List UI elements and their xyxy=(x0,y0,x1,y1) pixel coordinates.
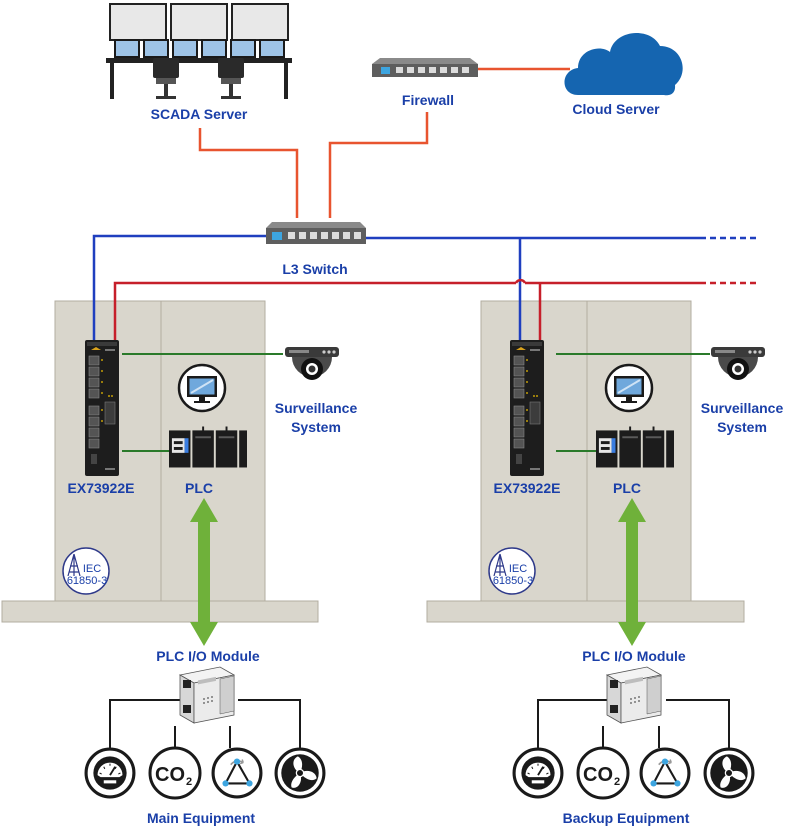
iec-badge-line1: IEC xyxy=(83,563,101,575)
scada-server-label: SCADA Server xyxy=(151,106,248,122)
plc-io-module-label: PLC I/O Module xyxy=(582,648,686,664)
io-arrow-right xyxy=(618,498,646,646)
l3-switch-label: L3 Switch xyxy=(282,261,347,277)
iec-badge-line2: 61850-3 xyxy=(493,575,533,587)
industrial-switch-icon xyxy=(509,340,545,476)
sensor-wiring-right xyxy=(537,699,730,748)
main-equipment-label: Main Equipment xyxy=(147,810,255,826)
cabinet-left xyxy=(1,300,319,623)
co2-sub: 2 xyxy=(614,776,620,788)
cloud-server-label: Cloud Server xyxy=(572,101,660,117)
cycle-icon xyxy=(211,747,263,799)
sensor-wiring-left xyxy=(109,699,301,748)
iec-badge-line1: IEC xyxy=(509,563,527,575)
gauge-icon xyxy=(84,747,136,799)
co2-sub: 2 xyxy=(186,776,192,788)
blue-network xyxy=(92,234,760,341)
gauge-icon xyxy=(512,747,564,799)
surveillance-label-line1: Surveillance xyxy=(701,400,784,416)
camera-icon xyxy=(285,347,339,380)
co2-main: CO xyxy=(155,764,185,786)
cabinet-right xyxy=(426,300,745,623)
cycle-icon xyxy=(639,747,691,799)
co2-main: CO xyxy=(583,764,613,786)
cloud-icon xyxy=(564,33,683,96)
surveillance-label-line1: Surveillance xyxy=(275,400,358,416)
firewall-label: Firewall xyxy=(402,92,454,108)
plc-io-module-label: PLC I/O Module xyxy=(156,648,260,664)
io-arrow-left xyxy=(190,498,218,646)
green-links xyxy=(122,353,710,452)
plc-label: PLC xyxy=(185,480,213,496)
backup-equipment-label: Backup Equipment xyxy=(563,810,690,826)
scada-workstation-icon xyxy=(106,3,292,99)
plc-icon xyxy=(596,426,674,468)
camera-icon xyxy=(711,347,765,380)
scada-uplink xyxy=(198,128,299,218)
firewall-icon xyxy=(372,58,478,77)
io-module-icon xyxy=(179,666,235,724)
surveillance-label-line2: System xyxy=(717,419,767,435)
plc-label: PLC xyxy=(613,480,641,496)
monitor-icon xyxy=(177,363,227,413)
iec-badge-line2: 61850-3 xyxy=(67,575,107,587)
switch-model-label: EX73922E xyxy=(68,480,135,496)
fan-icon xyxy=(274,747,326,799)
co2-icon: CO 2 xyxy=(148,746,202,800)
surveillance-label-line2: System xyxy=(291,419,341,435)
industrial-switch-icon xyxy=(84,340,120,476)
monitor-icon xyxy=(604,363,654,413)
switch-model-label: EX73922E xyxy=(494,480,561,496)
switch-icon xyxy=(266,222,366,244)
wan-links xyxy=(198,67,570,218)
fan-icon xyxy=(703,747,755,799)
firewall-uplink xyxy=(328,112,429,218)
red-network xyxy=(113,278,760,341)
plc-icon xyxy=(169,426,247,468)
io-module-icon xyxy=(606,666,662,724)
co2-icon: CO 2 xyxy=(576,746,630,800)
